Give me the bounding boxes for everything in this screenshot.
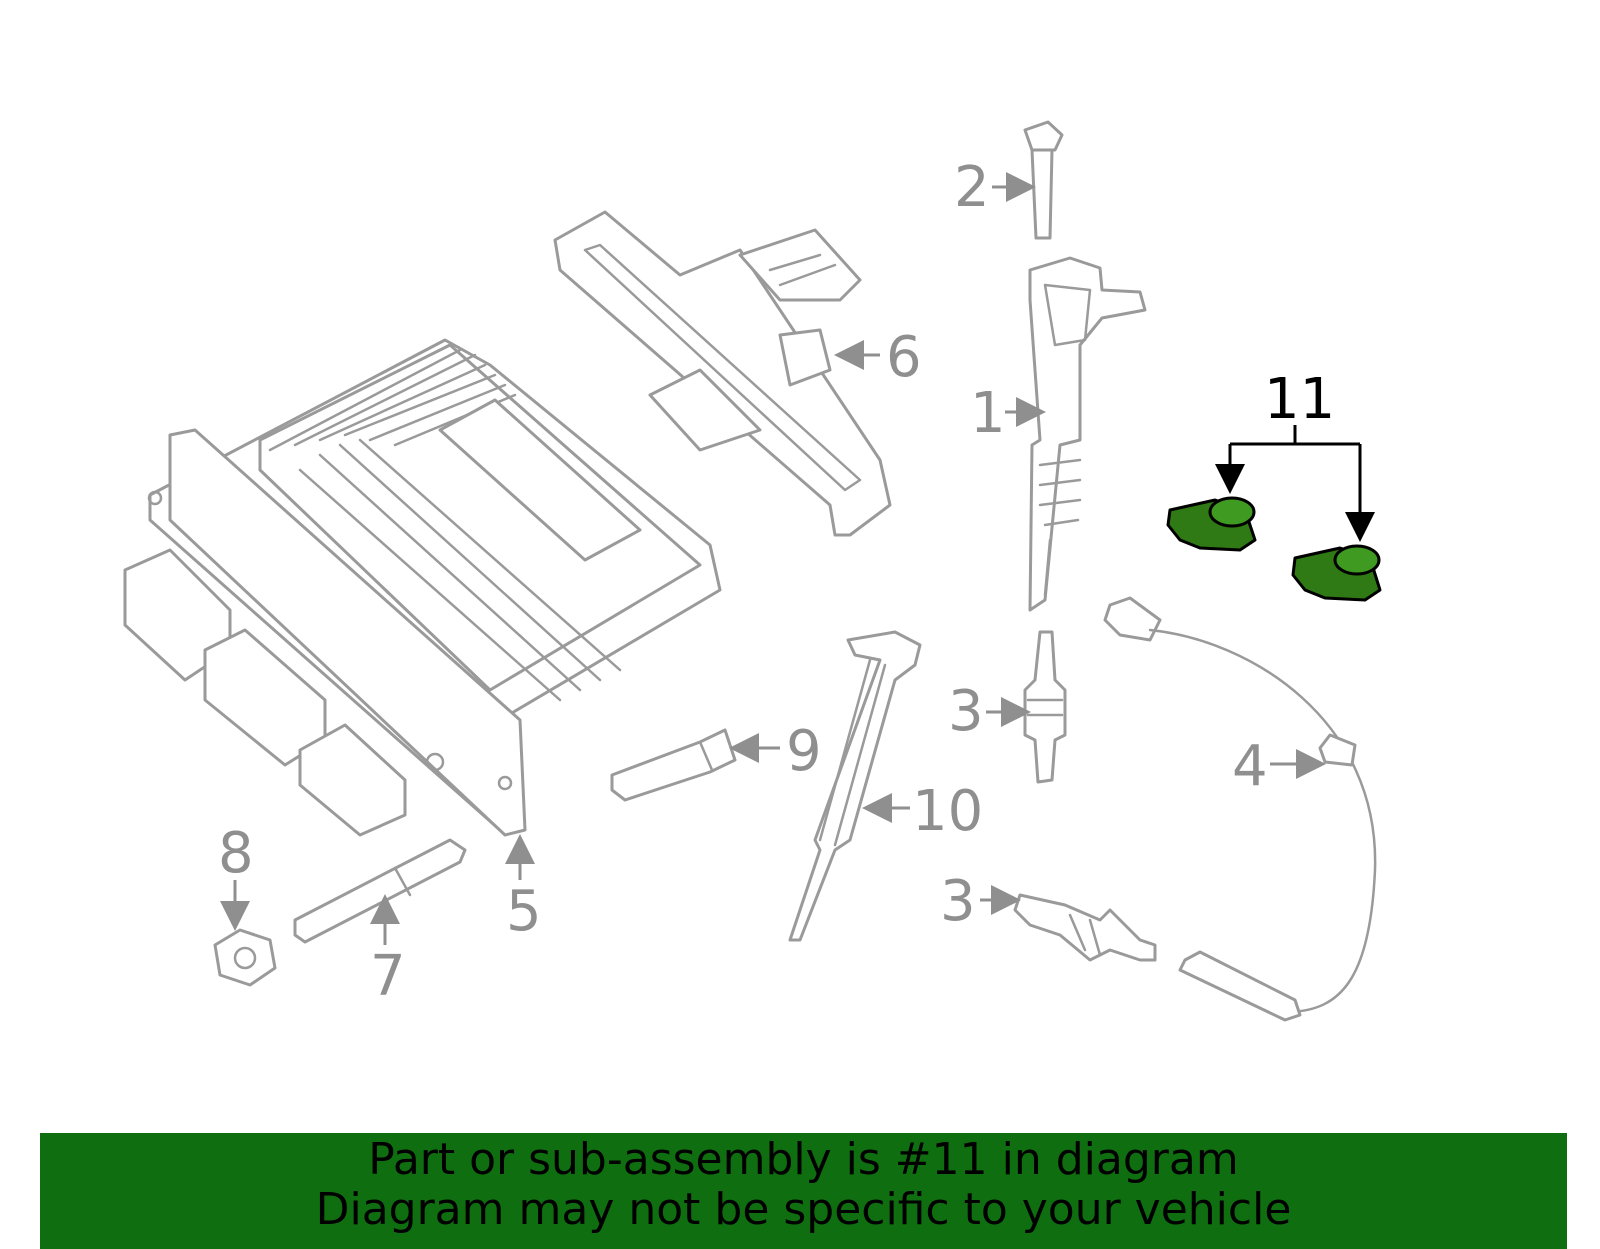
callout-11: 11 xyxy=(1264,367,1335,432)
ignition-coil xyxy=(1028,256,1147,612)
pin xyxy=(293,838,467,944)
callout-6: 6 xyxy=(886,325,922,390)
callout-3-upper: 3 xyxy=(948,679,984,744)
callout-5: 5 xyxy=(506,879,542,944)
callout-9: 9 xyxy=(786,719,822,784)
callout-8: 8 xyxy=(218,821,254,886)
callout-10: 10 xyxy=(912,779,983,844)
parts-diagram: 1 2 3 3 4 5 6 7 8 9 10 11 xyxy=(123,120,1382,1022)
engine-control-module xyxy=(123,338,722,837)
callout-2: 2 xyxy=(954,155,990,220)
callout-7: 7 xyxy=(370,944,406,1009)
bracket xyxy=(553,210,892,537)
nut xyxy=(213,928,277,987)
leader-11 xyxy=(1215,425,1375,542)
spark-plug-upper xyxy=(1023,630,1067,784)
diagram-notice-banner: Part or sub-assembly is #11 in diagram D… xyxy=(40,1133,1567,1249)
probe xyxy=(788,630,922,942)
callout-4: 4 xyxy=(1232,734,1268,799)
sensor xyxy=(610,728,737,802)
knock-sensor-left xyxy=(1166,496,1257,552)
notice-line-1: Part or sub-assembly is #11 in diagram xyxy=(368,1134,1239,1185)
callout-1: 1 xyxy=(970,381,1006,446)
spark-plug-lower xyxy=(1013,893,1157,962)
callout-3-lower: 3 xyxy=(940,869,976,934)
bolt xyxy=(1023,120,1064,240)
oxygen-sensor xyxy=(1103,596,1377,1022)
knock-sensor-right xyxy=(1291,544,1382,602)
notice-line-2: Diagram may not be specific to your vehi… xyxy=(315,1184,1292,1235)
